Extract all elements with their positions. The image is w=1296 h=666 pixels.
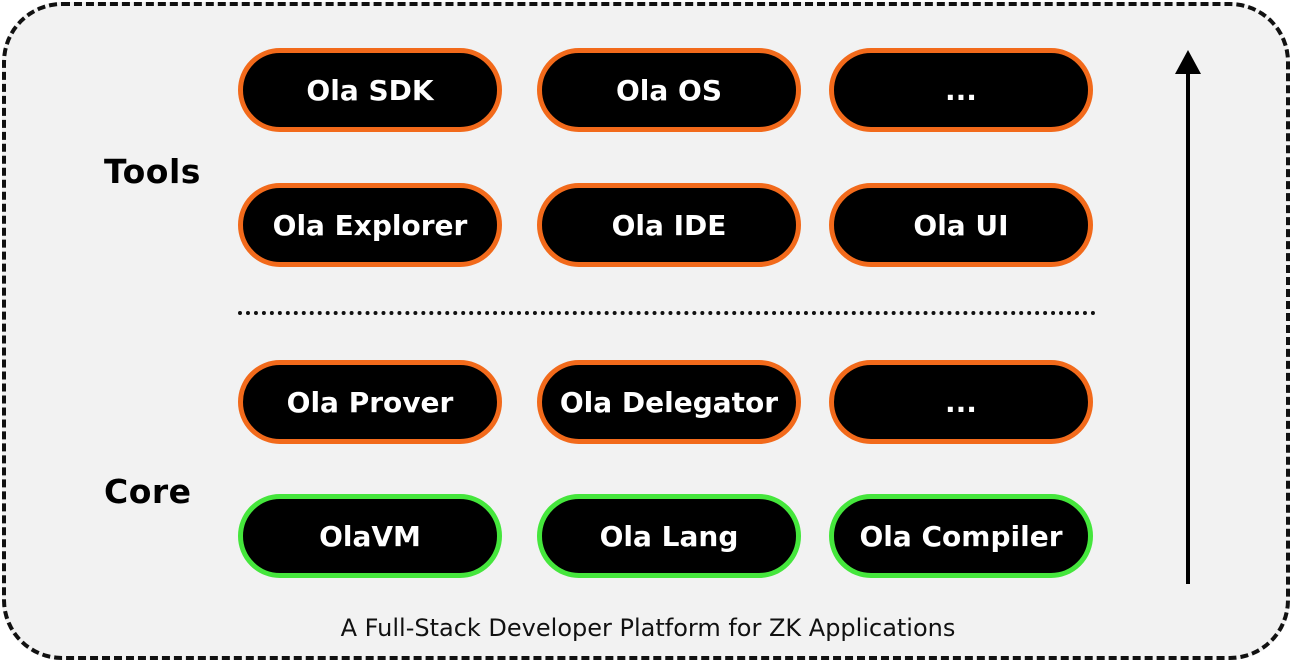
core-ola-prover: Ola Prover (238, 360, 502, 444)
tool-ola-os: Ola OS (537, 48, 801, 132)
tool-ola-ide: Ola IDE (537, 183, 801, 267)
tools-section-label: Tools (104, 152, 201, 191)
core-ola-compiler: Ola Compiler (829, 494, 1093, 578)
tools-core-divider (238, 311, 1096, 315)
tool-ola-sdk: Ola SDK (238, 48, 502, 132)
core-olavm: OlaVM (238, 494, 502, 578)
core-ola-delegator: Ola Delegator (537, 360, 801, 444)
core-section-label: Core (104, 472, 192, 511)
diagram-caption: A Full-Stack Developer Platform for ZK A… (340, 614, 956, 642)
tool-ola-ui: Ola UI (829, 183, 1093, 267)
core-more: ... (829, 360, 1093, 444)
core-ola-lang: Ola Lang (537, 494, 801, 578)
stack-up-arrow-icon (1175, 50, 1201, 584)
tool-ola-explorer: Ola Explorer (238, 183, 502, 267)
tool-more: ... (829, 48, 1093, 132)
